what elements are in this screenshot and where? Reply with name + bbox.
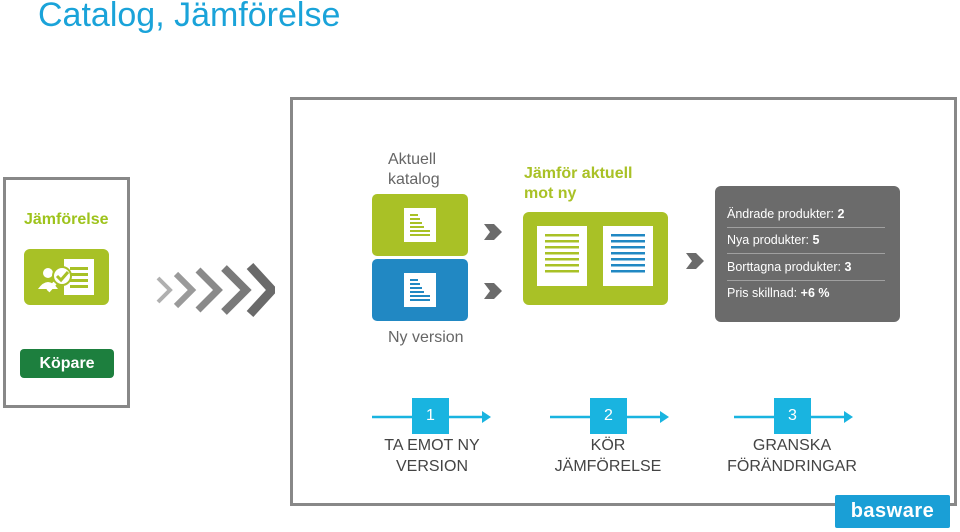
new-version-icon — [372, 259, 468, 321]
current-catalog-icon — [372, 194, 468, 256]
new-version-label: Ny version — [388, 329, 464, 346]
current-catalog-label: Aktuell katalog — [388, 151, 440, 188]
document-check-icon — [24, 249, 109, 305]
divider — [727, 227, 885, 228]
arrow-right-icon — [686, 253, 704, 269]
arrow-right-icon — [484, 224, 502, 240]
divider — [727, 280, 885, 281]
stat-removed: Borttagna produkter: 3 — [727, 260, 852, 274]
basware-logo: basware — [835, 495, 950, 528]
step-3-number: 3 — [774, 398, 811, 434]
buyer-badge: Köpare — [20, 349, 114, 378]
stat-new: Nya produkter: 5 — [727, 233, 820, 247]
arrow-right-icon — [484, 283, 502, 299]
page-title: Catalog, Jämförelse — [38, 0, 341, 34]
step-3-label: GRANSKA FÖRÄNDRINGAR — [727, 437, 857, 475]
stat-changed: Ändrade produkter: 2 — [727, 207, 845, 221]
compare-documents-icon — [523, 212, 668, 305]
step-2-number: 2 — [590, 398, 627, 434]
compare-label-line2: mot ny — [524, 185, 577, 202]
step-1-label: TA EMOT NY VERSION — [384, 437, 480, 475]
comparison-label: Jämförelse — [24, 211, 109, 228]
chevron-arrows-icon — [156, 262, 275, 318]
step-1-number: 1 — [412, 398, 449, 434]
stat-price-diff: Pris skillnad: +6 % — [727, 286, 830, 300]
compare-label: Jämför aktuell mot ny — [524, 164, 632, 204]
divider — [727, 253, 885, 254]
compare-label-line1: Jämför aktuell — [524, 165, 633, 182]
comparison-results — [715, 186, 900, 322]
step-2-label: KÖR JÄMFÖRELSE — [554, 437, 662, 475]
